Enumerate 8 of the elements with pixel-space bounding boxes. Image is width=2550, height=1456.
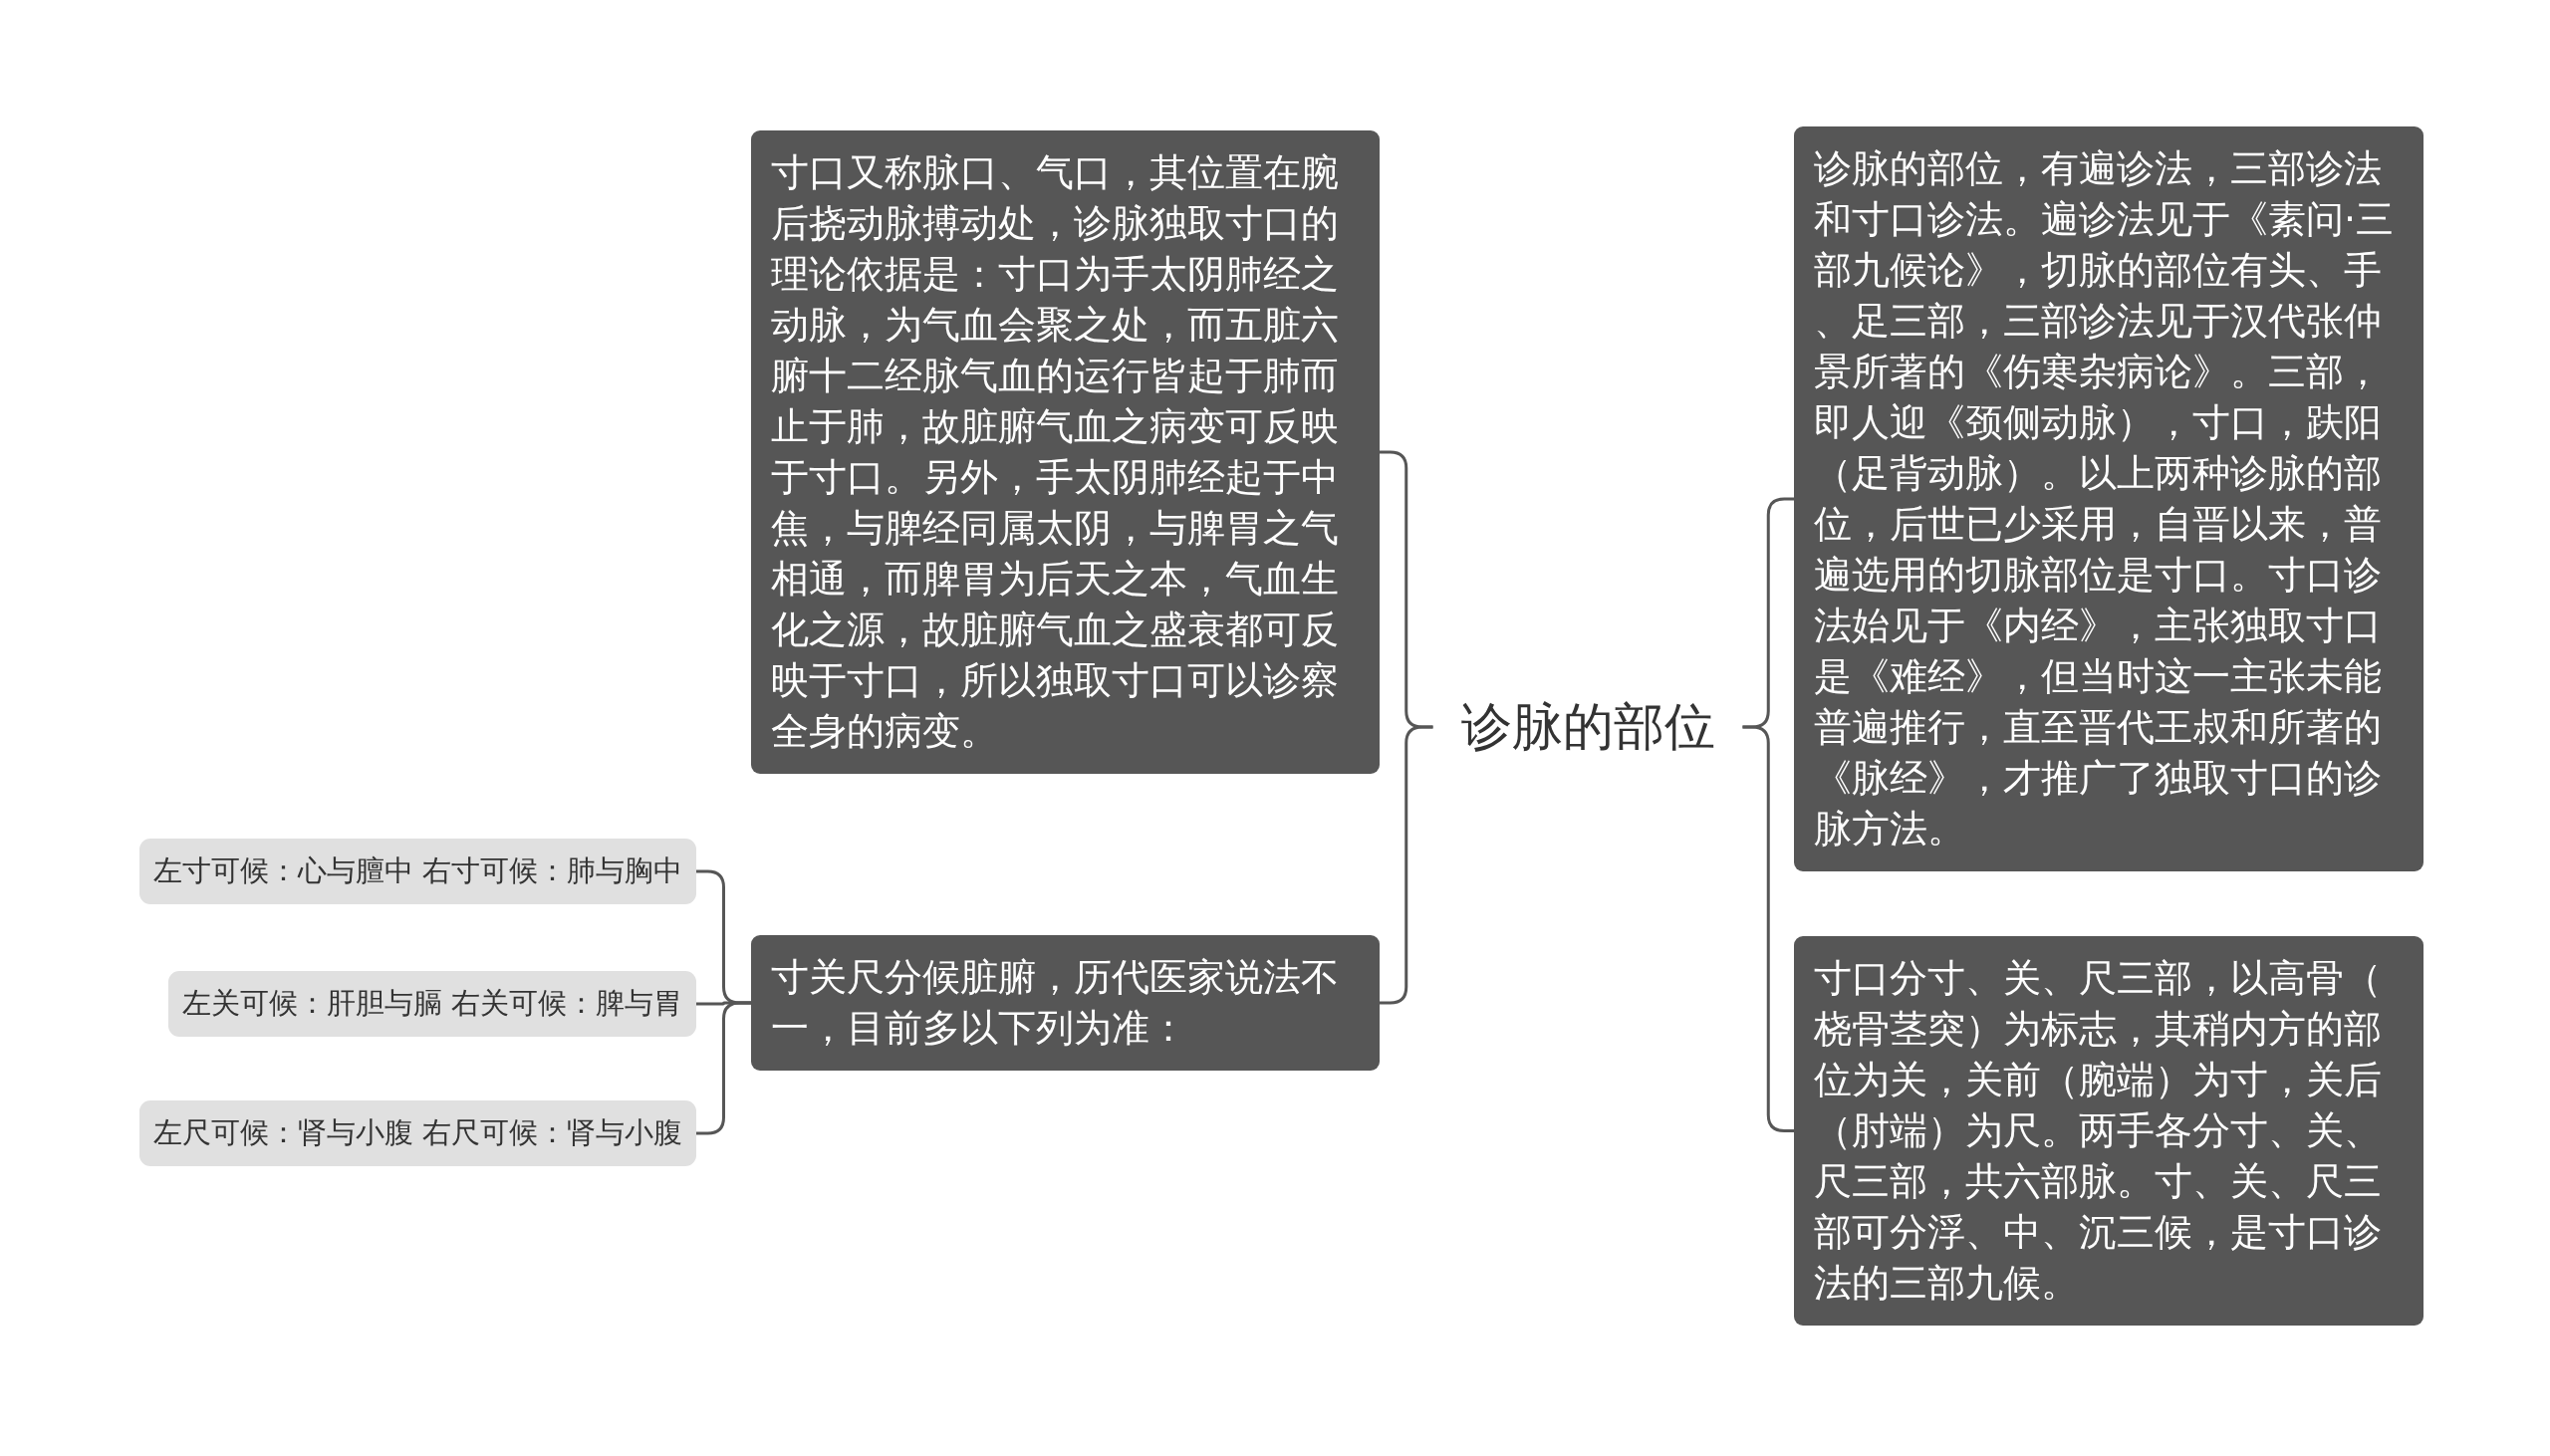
subtopic-card: 寸口又称脉口、气口，其位置在腕后挠动脉搏动处，诊脉独取寸口的理论依据是：寸口为手太阴肺经之动脉，为气血会聚之处，而五脏六腑十二经脉气血的运行皆起于肺而止于肺，故脏腑气血之病变可反映于寸口。另外，手太阴肺经起于中焦，与脾经同属太阴，与脾胃之气相通，而脾胃为后天之本，气血生化之源，故脏腑气血之盛衰都可反映于寸口，所以独取寸口可以诊察全身的病变。 [751,130,1380,774]
leaf-topic: 左关可候：肝胆与膈 右关可候：脾与胃 [167,971,696,1037]
leaf-topic: 左尺可候：肾与小腹 右尺可候：肾与小腹 [138,1100,696,1166]
subtopic-card: 诊脉的部位，有遍诊法，三部诊法和寸口诊法。遍诊法见于《素问·三部九候论》，切脉的部位有头、手、足三部，三部诊法见于汉代张仲景所著的《伤寒杂病论》。三部，即人迎《颈侧动脉），寸口，趺阳（足背动脉）。以上两种诊脉的部位，后世已少采用，自晋以来，普遍选用的切脉部位是寸口。寸口诊法始见于《内经》，主张独取寸口是《难经》，但当时这一主张未能普遍推行，直至晋代王叔和所著的《脉经》，才推广了独取寸口的诊脉方法。 [1794,126,2423,871]
subtopic-card: 寸关尺分候脏腑，历代医家说法不一，目前多以下列为准： [751,935,1380,1071]
subtopic-card: 寸口分寸、关、尺三部，以高骨（桡骨茎突）为标志，其稍内方的部位为关，关前（腕端）为寸，关后（肘端）为尺。两手各分寸、关、尺三部，共六部脉。寸、关、尺三部可分浮、中、沉三候，是寸口诊法的三部九候。 [1794,936,2423,1326]
leaf-topic: 左寸可候：心与膻中 右寸可候：肺与胸中 [138,839,696,904]
central-topic: 诊脉的部位 [1432,696,1743,758]
